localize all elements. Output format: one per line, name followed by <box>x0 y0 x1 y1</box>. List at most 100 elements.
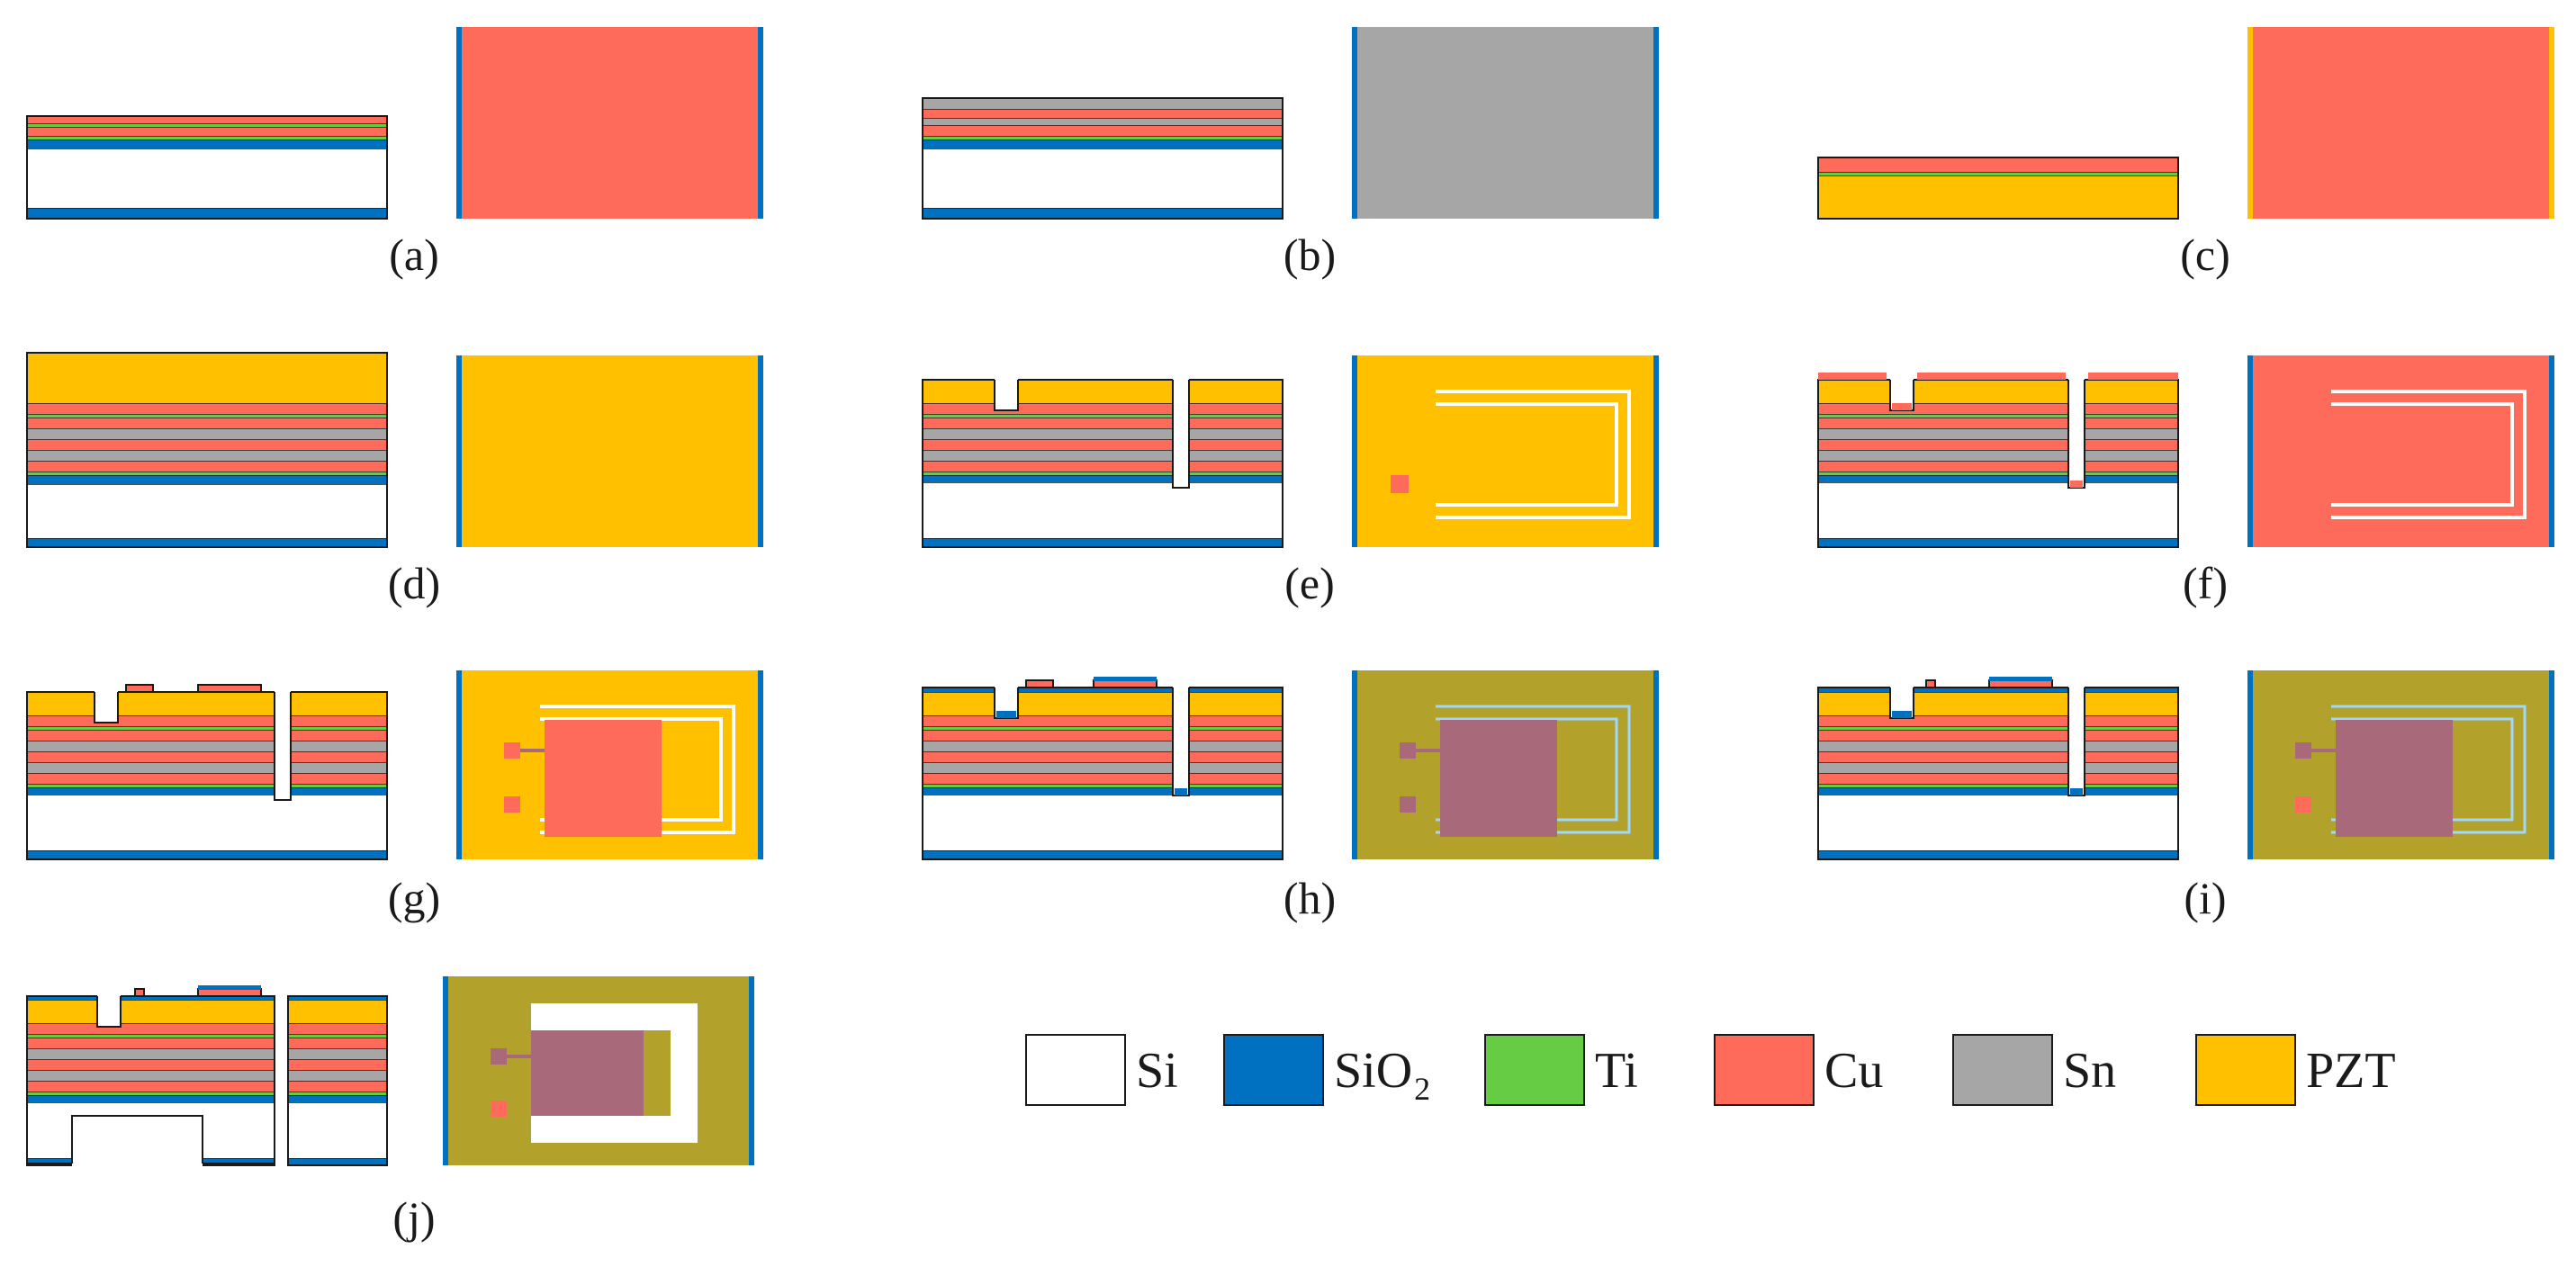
cu-layer <box>1818 730 2178 741</box>
top-view-edge-right <box>2549 27 2554 219</box>
sn-surface <box>1355 27 1656 219</box>
panel-h: (h) <box>922 670 1659 923</box>
si-layer <box>288 1102 387 1158</box>
cu-layer <box>923 751 1283 762</box>
cu-layer <box>27 461 387 472</box>
top-view-edge-left <box>456 670 462 859</box>
legend-item-ti: Ti <box>1484 1034 1638 1106</box>
electrode-pad <box>125 684 154 693</box>
sio2-layer <box>27 208 387 219</box>
top-electrode <box>2088 373 2178 380</box>
sio2-layer <box>27 139 387 148</box>
sio2-layer <box>923 850 1283 859</box>
ti-layer <box>27 136 387 139</box>
cu-layer <box>1818 157 2178 172</box>
top-view-edge-left <box>2247 670 2253 859</box>
top-view-edge-left <box>456 355 462 547</box>
panel-caption: (b) <box>1283 229 1336 280</box>
ti-layer <box>27 123 387 127</box>
legend-item-cu: Cu <box>1714 1034 1883 1106</box>
panel-b: (b) <box>922 27 1659 280</box>
panel-caption: (j) <box>392 1192 435 1243</box>
backside-cavity <box>72 1116 203 1167</box>
si-layer <box>27 484 387 538</box>
legend-item-pzt: PZT <box>2195 1034 2396 1106</box>
electrode-pad <box>1025 679 1054 688</box>
panel-caption: (i) <box>2184 873 2226 923</box>
sio2-layer <box>27 850 387 859</box>
panel-g: (g) <box>26 670 763 923</box>
cu-layer <box>27 773 387 784</box>
panel-d: (d) <box>26 352 763 608</box>
contact-pad <box>1400 796 1416 813</box>
top-electrode <box>1988 679 2053 688</box>
cu-layer <box>923 418 1283 428</box>
legend-swatch <box>1025 1034 1126 1106</box>
panel-caption: (g) <box>388 873 440 923</box>
sn-layer <box>923 450 1283 461</box>
pzt-layer <box>1818 380 2178 403</box>
ti-layer <box>288 1092 387 1095</box>
ti-layer <box>27 472 387 475</box>
deep-trench <box>2068 687 2085 795</box>
cross-section-outline <box>287 995 388 1166</box>
ti-layer <box>923 136 1283 139</box>
top-view-edge-right <box>2549 355 2554 547</box>
ti-layer <box>1818 172 2178 175</box>
ti-layer <box>1818 472 2178 475</box>
cu-layer <box>923 439 1283 450</box>
cu-layer <box>27 1059 275 1070</box>
deep-trench <box>1173 687 1189 795</box>
si-layer <box>923 148 1283 208</box>
top-view-edge-right <box>749 976 754 1165</box>
cu-layer <box>923 403 1283 414</box>
ti-layer <box>27 1092 275 1095</box>
via-opening <box>995 379 1018 409</box>
deep-trench-outline <box>274 692 292 801</box>
sio2-layer <box>1818 475 2178 482</box>
legend-label: SiO <box>1334 1043 1412 1099</box>
via-bottom-metal <box>1892 403 1912 410</box>
sio2-layer <box>27 996 275 1000</box>
cu-layer <box>1818 773 2178 784</box>
panel-e: (e) <box>922 355 1659 608</box>
legend-item-si: Si <box>1025 1034 1178 1106</box>
cu-surface <box>2250 27 2552 219</box>
legend-label: Sn <box>2063 1043 2116 1099</box>
top-view-edge-left <box>2247 27 2253 219</box>
ti-layer <box>1818 414 2178 418</box>
cross-section-outline <box>26 115 388 220</box>
sio2-layer <box>923 475 1283 482</box>
contact-pad <box>504 742 520 759</box>
cu-layer <box>27 439 387 450</box>
top-view-edge-right <box>1653 355 1659 547</box>
opening-pad <box>1925 679 1936 688</box>
cu-layer <box>27 116 387 123</box>
cu-layer <box>288 1059 387 1070</box>
sn-layer <box>1818 762 2178 773</box>
sio2-layer <box>27 475 387 484</box>
sn-layer <box>923 762 1283 773</box>
cu-layer <box>1818 439 2178 450</box>
cu-layer <box>27 1081 275 1092</box>
trench-outline <box>2331 402 2514 507</box>
cross-section-outline <box>922 379 1283 548</box>
contact-pad <box>1400 742 1416 759</box>
deep-trench-outline <box>1172 380 1190 489</box>
sio2-layer <box>1818 850 2178 859</box>
si-layer <box>1818 482 2178 538</box>
sio2-layer <box>27 538 387 547</box>
cu-layer <box>27 730 387 741</box>
pzt-surface <box>1355 355 1656 547</box>
ti-layer <box>1818 784 2178 787</box>
cu-layer <box>923 109 1283 118</box>
pzt-surface <box>459 355 761 547</box>
sio2-layer <box>923 538 1283 547</box>
trench-bottom-film <box>2070 788 2083 795</box>
trench-outline <box>1436 402 1618 507</box>
cu-layer <box>923 461 1283 472</box>
cross-section-outline <box>1817 157 2179 220</box>
si-layer <box>1818 795 2178 850</box>
passivation-film <box>1094 677 1157 681</box>
